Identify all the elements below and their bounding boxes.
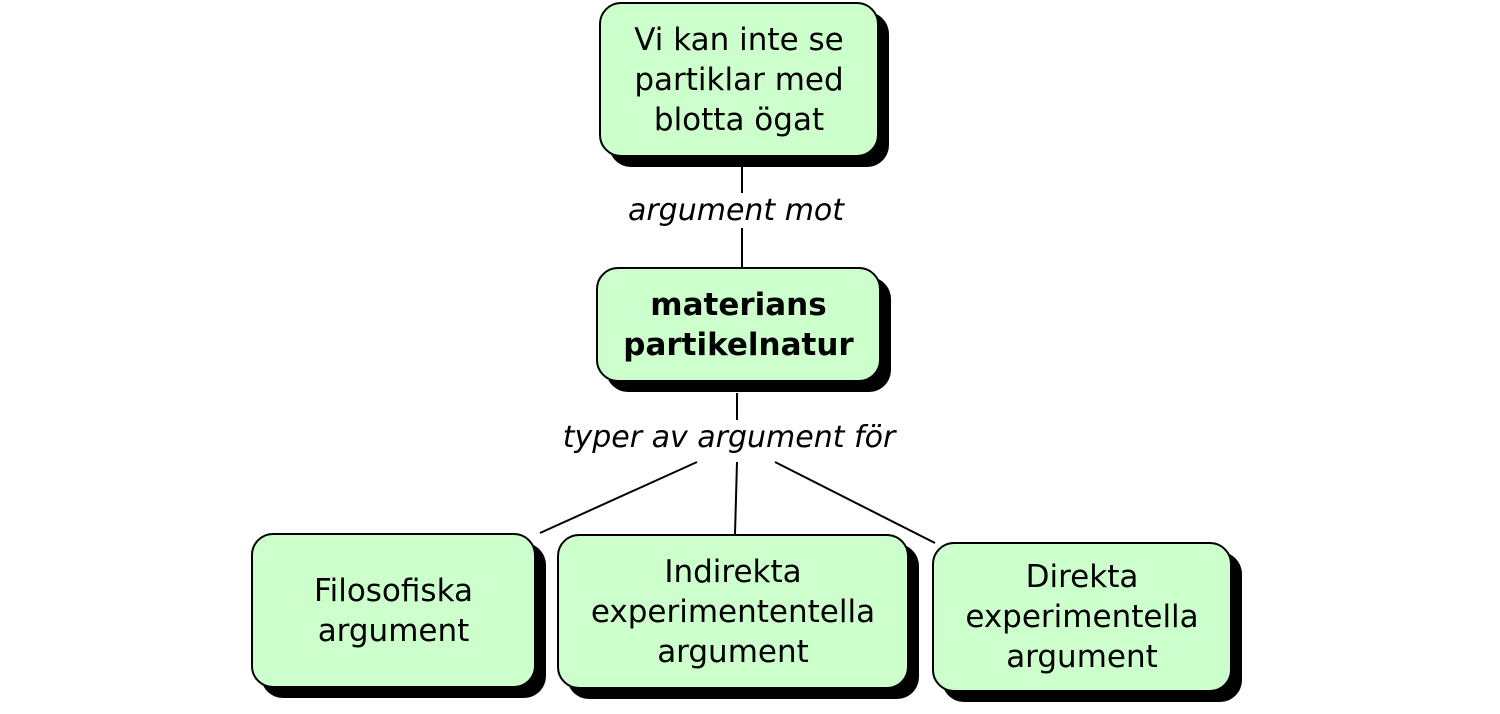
connector-to-indirekta xyxy=(734,461,738,535)
node-center-concept: materians partikelnatur xyxy=(596,267,881,382)
node-leaf-indirekta: Indirekta experimententella argument xyxy=(557,534,909,689)
link-label-typer-av-argument: typer av argument för xyxy=(562,420,896,455)
connector-to-filosofiska xyxy=(539,461,698,534)
connector-to-direkta xyxy=(774,461,936,544)
node-leaf-filosofiska: Filosofiska argument xyxy=(251,533,536,688)
link-label-argument-mot: argument mot xyxy=(627,193,845,228)
node-leaf-direkta: Direkta experimentella argument xyxy=(932,542,1232,692)
node-top-claim: Vi kan inte se partiklar med blotta ögat xyxy=(599,2,879,157)
